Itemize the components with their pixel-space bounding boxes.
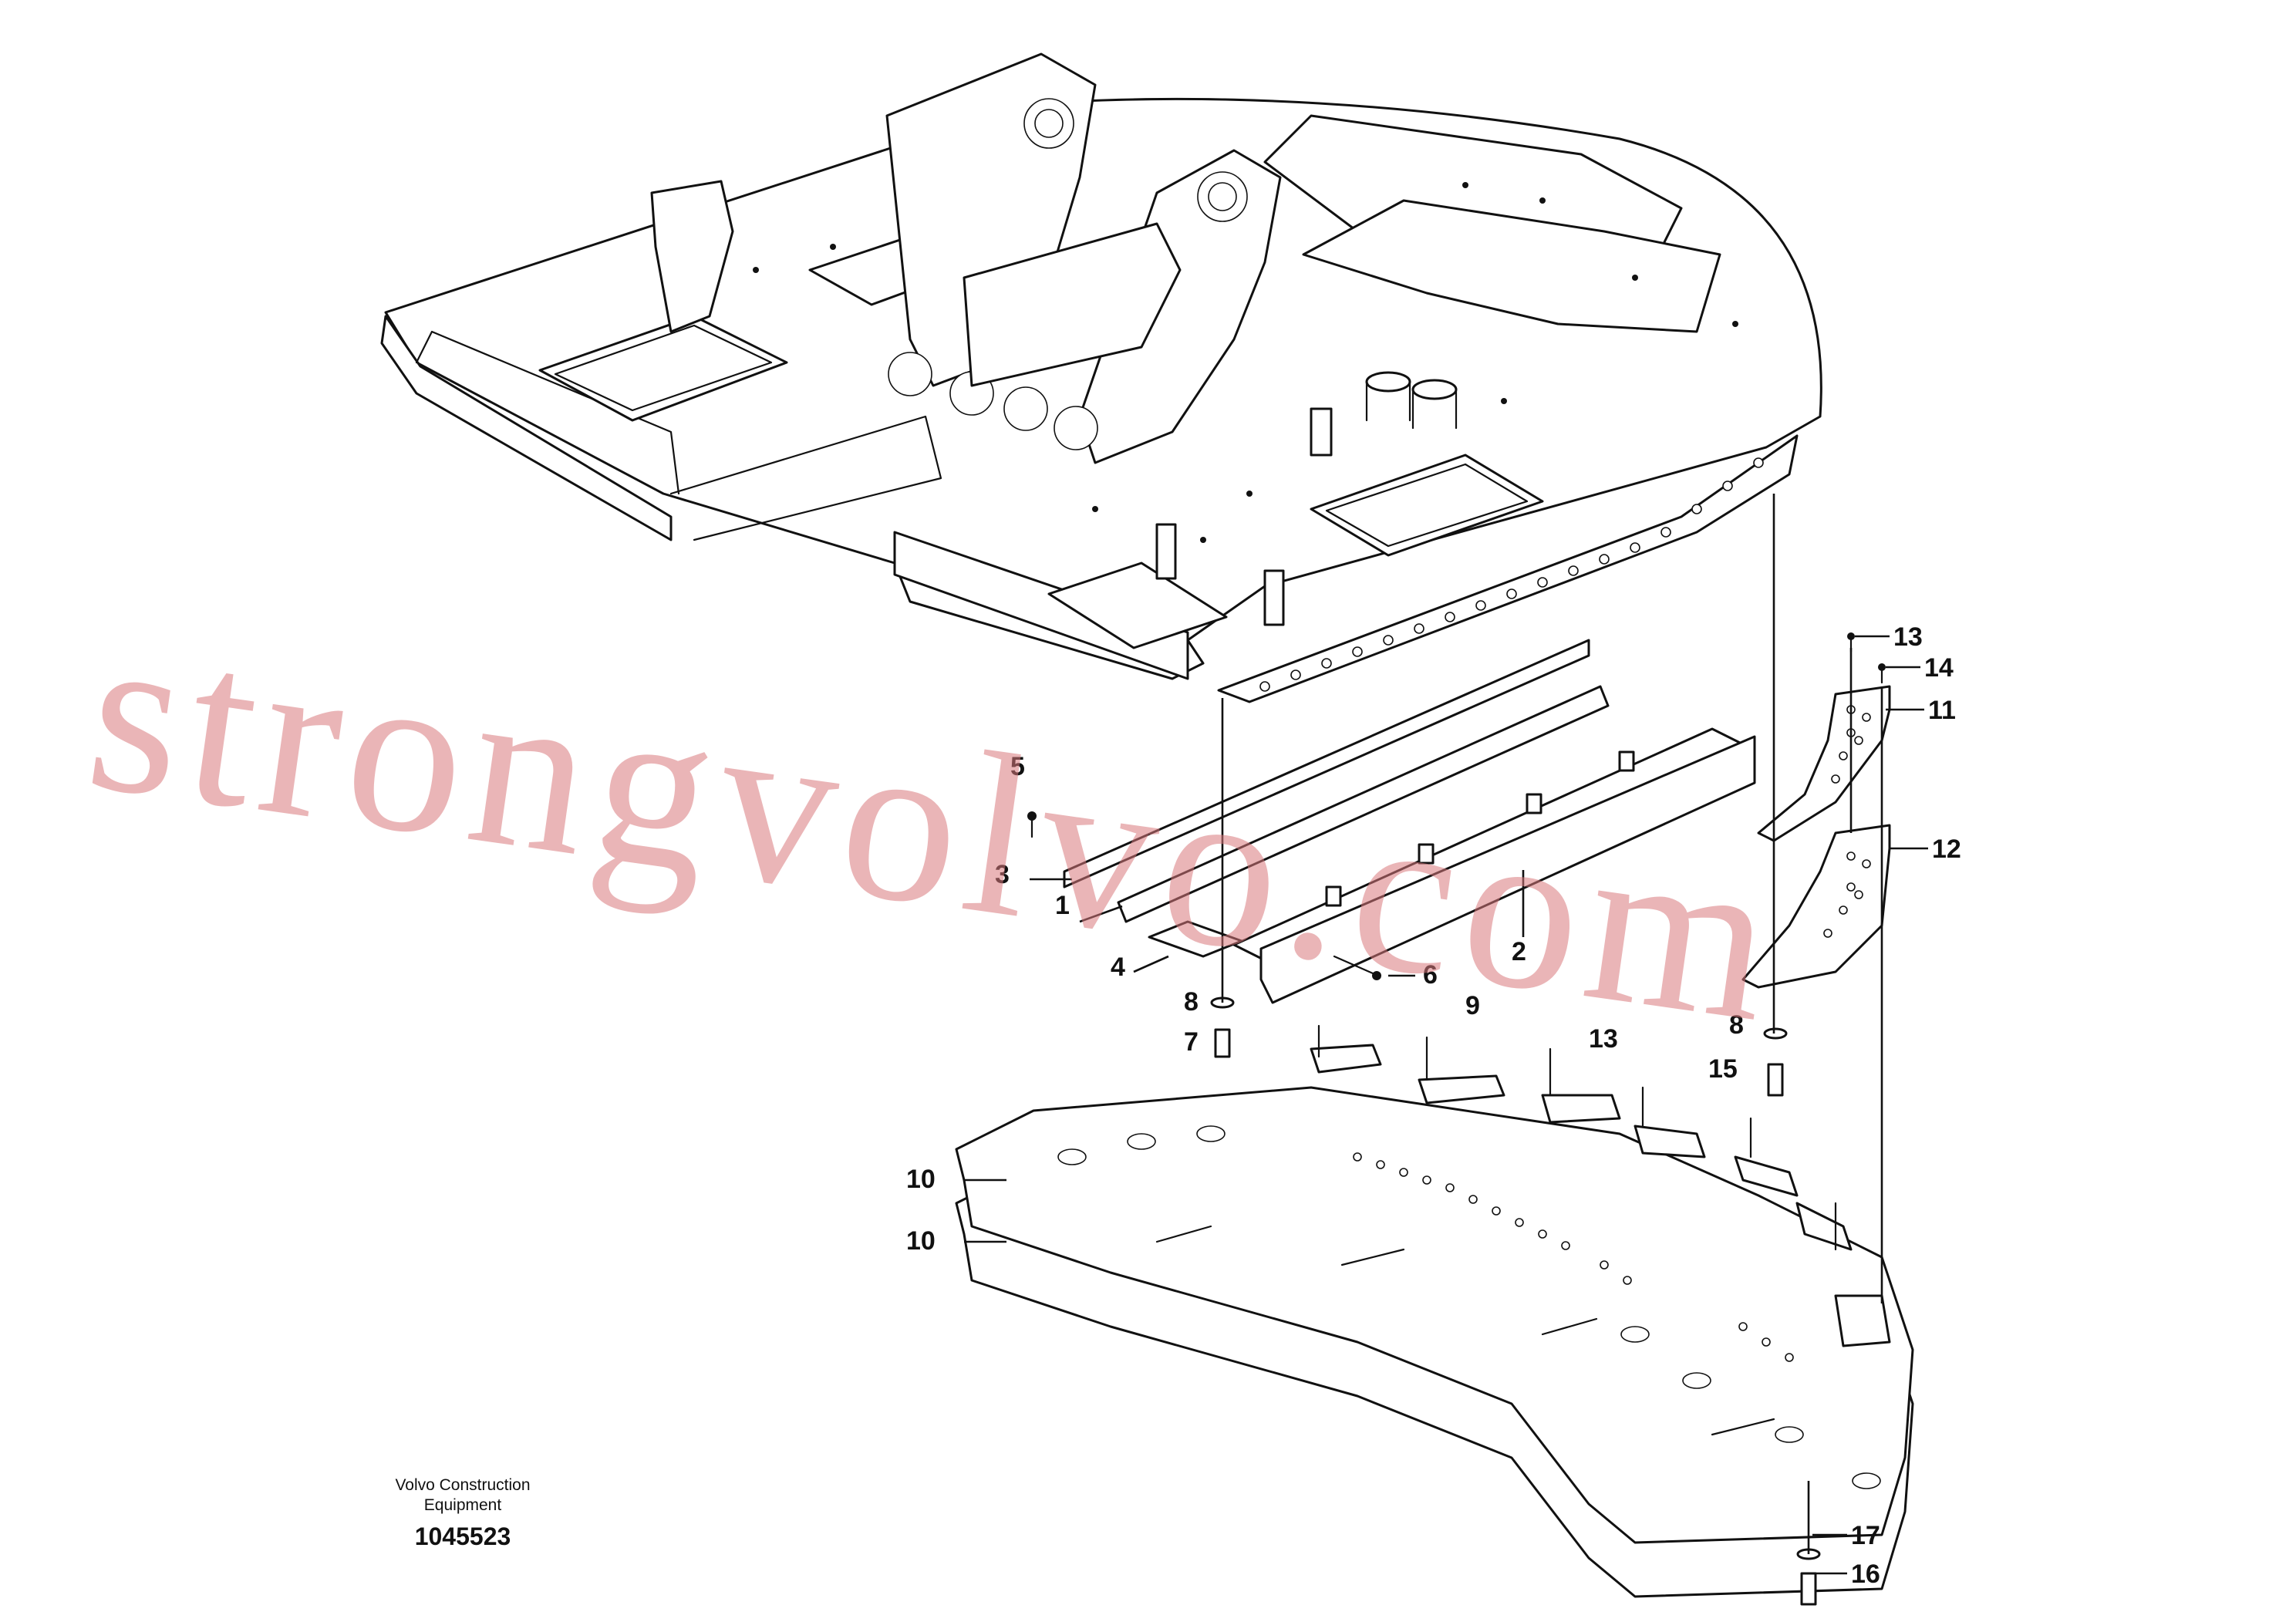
callout-7: 7 — [1184, 1027, 1199, 1057]
step-plate-part-12 — [1741, 824, 1891, 989]
callout-13-upper: 13 — [1893, 622, 1923, 652]
step-plate-part-11 — [1757, 685, 1891, 842]
callout-1: 1 — [1055, 891, 1070, 920]
callout-15: 15 — [1708, 1054, 1738, 1084]
strip-part-3 — [1063, 639, 1590, 889]
callout-labels: 1 2 3 4 5 6 7 8 8 9 10 10 11 12 13 13 14… — [906, 622, 1961, 1589]
callout-12: 12 — [1932, 835, 1961, 864]
callout-17: 17 — [1851, 1521, 1880, 1550]
callout-2: 2 — [1512, 937, 1526, 966]
document-number: 1045523 — [415, 1523, 511, 1550]
callout-9: 9 — [1465, 991, 1480, 1020]
callout-11: 11 — [1928, 696, 1956, 725]
callout-13-lower: 13 — [1589, 1024, 1618, 1054]
callout-14: 14 — [1924, 653, 1954, 683]
bracket-part-4 — [1148, 920, 1243, 958]
watermark: strongvolvo.com — [76, 581, 1795, 1071]
channel-part-2 — [1259, 735, 1756, 1004]
callout-5: 5 — [1010, 752, 1025, 781]
upper-frame — [380, 52, 1822, 703]
callout-8-right: 8 — [1729, 1010, 1744, 1040]
callout-16: 16 — [1851, 1560, 1880, 1589]
manufacturer-line-1: Volvo Construction — [395, 1476, 530, 1494]
floor-plates — [955, 1086, 1914, 1598]
callout-6: 6 — [1423, 960, 1438, 990]
step-pads — [1310, 1044, 1891, 1347]
floor-plate-upper — [955, 1086, 1914, 1544]
callout-4: 4 — [1111, 953, 1125, 982]
walkway-perforations — [1259, 457, 1764, 692]
support-assembly — [1063, 639, 1756, 1004]
rail-part-1 — [1117, 685, 1610, 923]
callout-10-upper: 10 — [906, 1165, 936, 1194]
callout-10-lower: 10 — [906, 1226, 936, 1256]
callout-3: 3 — [995, 860, 1010, 889]
footer: Volvo Construction Equipment 1045523 — [395, 1476, 530, 1550]
callout-8-left: 8 — [1184, 987, 1199, 1017]
step-plates — [1741, 685, 1891, 989]
assembly-lines — [1221, 494, 1883, 1554]
callout-leaders — [964, 635, 1928, 1575]
manufacturer-line-2: Equipment — [424, 1496, 502, 1514]
